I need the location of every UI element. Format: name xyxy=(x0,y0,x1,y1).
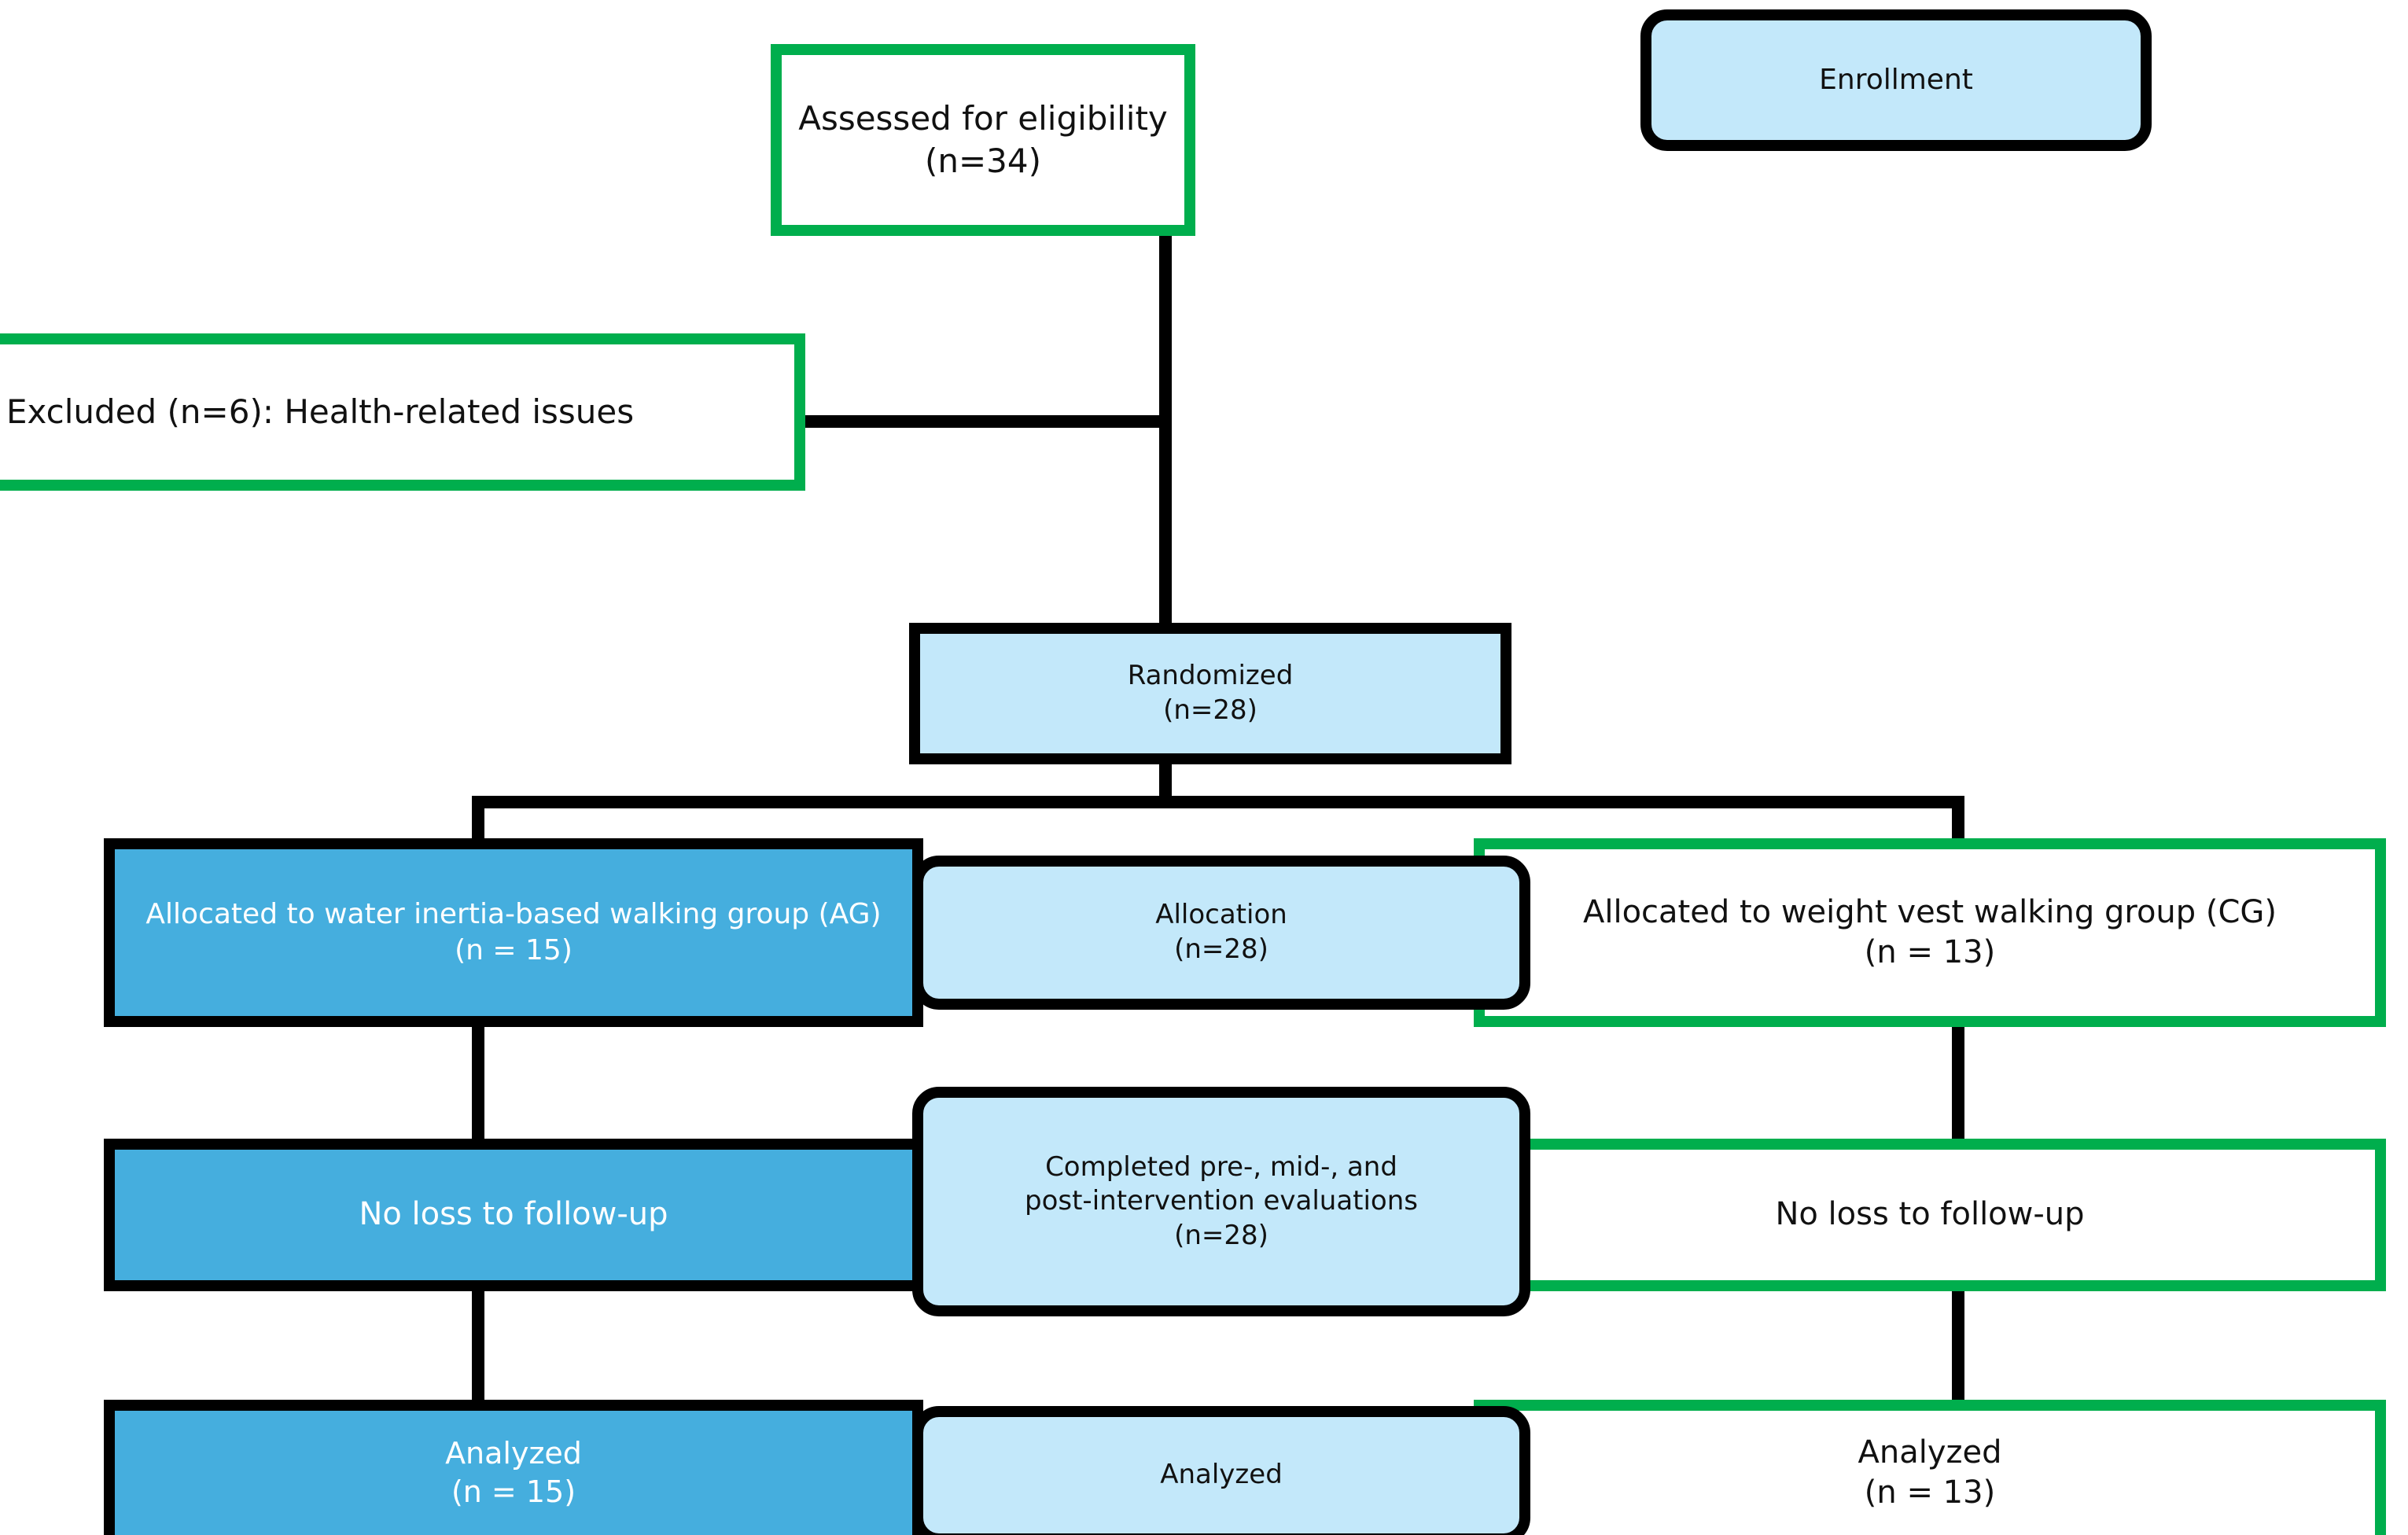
connector-ag-followup-to-analyzed xyxy=(472,1290,484,1415)
enrollment-stage-label: Enrollment xyxy=(1640,9,2152,151)
ag-allocated-box: Allocated to water inertia-based walking… xyxy=(104,838,923,1027)
connector-cg-alloc-to-followup xyxy=(1952,1022,1964,1156)
cg-allocated-box: Allocated to weight vest walking group (… xyxy=(1474,838,2386,1027)
ag-analyzed-box: Analyzed (n = 15) xyxy=(104,1400,923,1535)
allocation-stage-label: Allocation (n=28) xyxy=(912,856,1530,1010)
assessed-for-eligibility-box: Assessed for eligibility (n=34) xyxy=(771,44,1195,236)
connector-trunk-to-excluded xyxy=(794,415,1165,428)
ag-follow-up-box: No loss to follow-up xyxy=(104,1139,923,1291)
connector-cg-followup-to-analyzed xyxy=(1952,1290,1964,1415)
connector-assessed-to-randomized xyxy=(1159,230,1172,631)
cg-analyzed-box: Analyzed (n = 13) xyxy=(1474,1400,2386,1535)
connector-split-left-drop xyxy=(472,796,484,845)
randomized-box: Randomized (n=28) xyxy=(909,623,1511,764)
connector-randomized-down xyxy=(1159,756,1172,802)
connector-ag-alloc-to-followup xyxy=(472,1022,484,1156)
follow-up-stage-label: Completed pre-, mid-, and post-intervent… xyxy=(912,1087,1530,1316)
cg-follow-up-box: No loss to follow-up xyxy=(1474,1139,2386,1291)
connector-split-bar xyxy=(472,796,1964,808)
connector-split-right-drop xyxy=(1952,796,1964,845)
analysis-stage-label: Analyzed xyxy=(912,1406,1530,1535)
excluded-box: Excluded (n=6): Health-related issues xyxy=(0,333,805,491)
